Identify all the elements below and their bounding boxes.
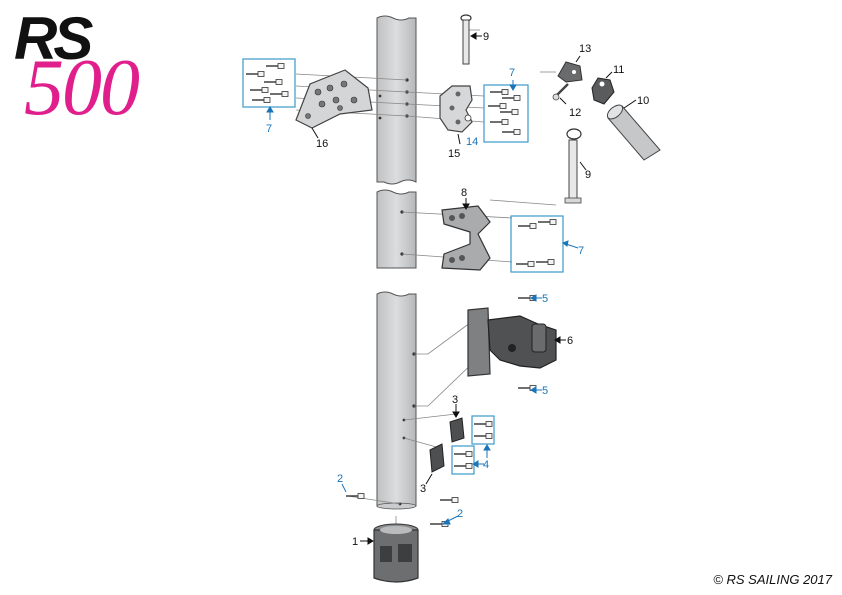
part-12-bolt xyxy=(552,83,569,101)
blue-arrows xyxy=(266,80,579,525)
rivet-group-7c xyxy=(510,215,564,273)
copyright-notice: © RS SAILING 2017 xyxy=(713,572,832,587)
part-11-end-fitting xyxy=(591,77,615,105)
label-part-16: 16 xyxy=(316,138,328,150)
label-part-14: 14 xyxy=(466,136,478,148)
label-part-8: 8 xyxy=(461,187,467,199)
label-part-12: 12 xyxy=(569,107,581,119)
part-15-bracket xyxy=(439,85,473,133)
part-13-fitting xyxy=(557,61,583,83)
label-part-13: 13 xyxy=(579,43,591,55)
rivet-group-7b xyxy=(483,84,529,143)
label-part-3-lower: 3 xyxy=(420,483,426,495)
label-part-11: 11 xyxy=(613,64,624,76)
label-part-5-upper: 5 xyxy=(542,293,548,305)
label-part-2-left: 2 xyxy=(337,473,343,485)
label-part-6: 6 xyxy=(567,335,573,347)
label-part-9-lower: 9 xyxy=(585,169,591,181)
part-8-bracket xyxy=(441,205,491,271)
label-part-1: 1 xyxy=(352,536,358,548)
part-16-plate xyxy=(295,69,373,129)
part-9-pin-top xyxy=(460,14,472,65)
part-6-vang-fitting xyxy=(467,307,557,377)
label-part-3-upper: 3 xyxy=(452,394,458,406)
rivet-group-7a xyxy=(242,58,296,108)
label-part-9-top: 9 xyxy=(483,31,489,43)
label-part-7-right: 7 xyxy=(578,245,584,257)
logo-rs: RS xyxy=(14,5,93,72)
part-10-tube xyxy=(606,104,661,161)
logo-model: 500 xyxy=(24,44,140,132)
part-3-blocks xyxy=(429,417,465,473)
part-labels: 1 2 2 3 3 4 5 5 6 7 7 7 8 9 9 10 11 12 1… xyxy=(266,31,649,548)
label-part-15: 15 xyxy=(448,148,460,160)
mast-tube xyxy=(376,15,417,510)
part-9-pin-lower xyxy=(564,128,582,204)
label-part-5-lower: 5 xyxy=(542,385,548,397)
label-part-4: 4 xyxy=(483,459,489,471)
rivet-group-4 xyxy=(451,415,495,475)
label-part-10: 10 xyxy=(637,95,649,107)
label-part-2-right: 2 xyxy=(457,508,463,520)
label-part-7-left: 7 xyxy=(266,123,272,135)
label-part-7-top: 7 xyxy=(509,67,515,79)
black-arrows xyxy=(311,32,637,545)
part-1-heel-fitting xyxy=(373,523,419,583)
